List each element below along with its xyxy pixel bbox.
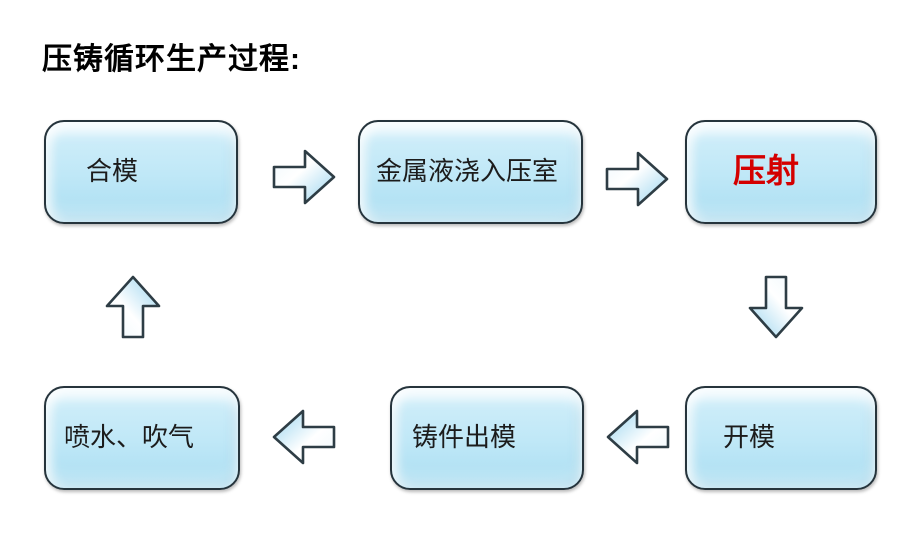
arrow-right-icon	[272, 148, 336, 206]
step-label-spray-blow: 喷水、吹气	[64, 423, 195, 452]
step-box-pour-metal: 金属液浇入压室	[358, 120, 583, 224]
arrow-left-icon	[606, 408, 670, 466]
step-box-open-mold: 开模	[685, 386, 877, 490]
step-label-injection: 压射	[733, 153, 799, 190]
arrow-left-icon	[272, 408, 336, 466]
arrow-down-icon	[747, 275, 805, 339]
page-title: 压铸循环生产过程:	[42, 43, 301, 76]
arrow-up-icon	[104, 275, 162, 339]
step-label-eject-casting: 铸件出模	[412, 423, 517, 452]
step-label-pour-metal: 金属液浇入压室	[376, 157, 559, 186]
step-label-close-mold: 合模	[86, 157, 139, 186]
step-box-spray-blow: 喷水、吹气	[44, 386, 240, 490]
step-box-eject-casting: 铸件出模	[390, 386, 584, 490]
step-box-injection: 压射	[685, 120, 877, 224]
step-box-close-mold: 合模	[44, 120, 238, 224]
step-label-open-mold: 开模	[723, 423, 776, 452]
arrow-right-icon	[605, 150, 669, 208]
